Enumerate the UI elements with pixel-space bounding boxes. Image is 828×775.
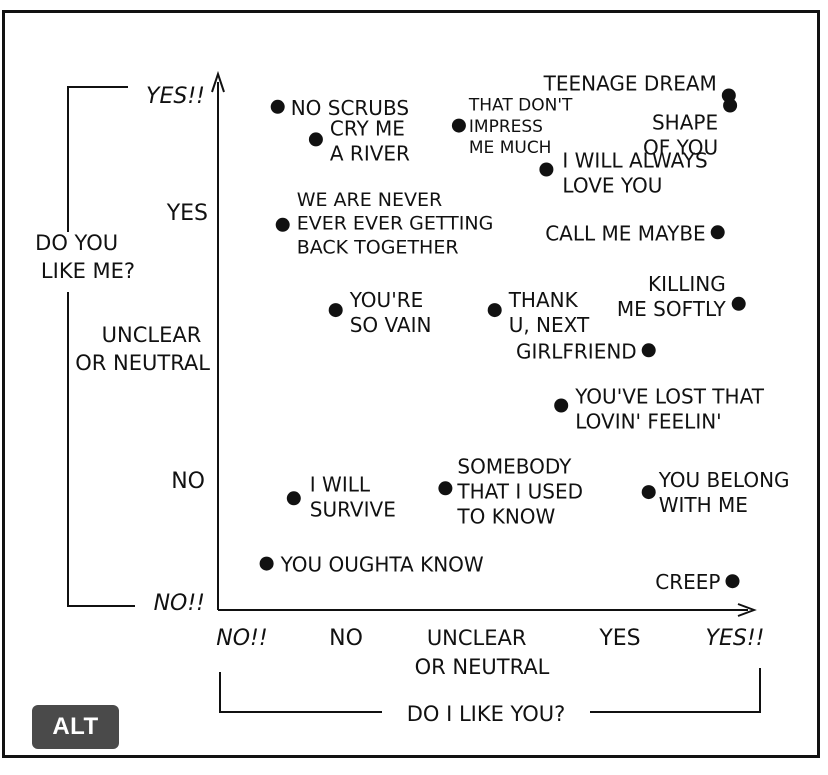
data-point-label: CREEP: [655, 570, 720, 594]
y-tick-label: NO!!: [154, 591, 205, 616]
data-point: [641, 485, 656, 500]
data-point: [731, 296, 746, 311]
x-tick-label: NO: [329, 626, 363, 651]
y-axis-bracket: [67, 86, 135, 607]
x-tick-label: YES!!: [706, 626, 765, 651]
comic-panel: [2, 10, 820, 758]
data-point: [641, 343, 656, 358]
data-point: [710, 225, 725, 240]
data-point: [554, 398, 569, 413]
data-point: [275, 217, 290, 232]
y-tick-label: NO: [171, 469, 205, 494]
data-point: [438, 481, 453, 496]
data-point-label: YOU OUGHTA KNOW: [280, 553, 484, 577]
x-tick-label: NO!!: [216, 626, 267, 651]
x-tick-labels: NO!! NO UNCLEAR OR NEUTRAL YES YES!!: [216, 626, 764, 679]
data-point: [539, 162, 554, 177]
x-axis-bracket: [219, 668, 761, 713]
data-point-label: CALL ME MAYBE: [545, 221, 706, 245]
data-point: [270, 99, 285, 114]
y-tick-label: YES!!: [146, 84, 205, 109]
x-axis-arrowhead: [737, 603, 757, 617]
data-point: [259, 556, 274, 571]
y-tick-labels: YES!! YES UNCLEAR OR NEUTRAL NO NO!!: [75, 84, 210, 616]
data-point-label: TEENAGE DREAM: [543, 72, 717, 96]
data-point: [451, 118, 466, 133]
data-point-label: GIRLFRIEND: [516, 339, 637, 363]
y-tick-label: YES: [166, 201, 208, 226]
x-tick-label: YES: [598, 626, 640, 651]
axes: [211, 70, 757, 617]
alt-text-button[interactable]: ALT: [32, 705, 119, 749]
data-point: [723, 98, 738, 113]
data-point: [308, 132, 323, 147]
x-axis-title: DO I LIKE YOU?: [407, 702, 566, 726]
y-tick-label: UNCLEAR OR NEUTRAL: [75, 323, 210, 375]
x-tick-label: UNCLEAR OR NEUTRAL: [415, 626, 550, 679]
data-point: [725, 574, 740, 589]
y-axis-arrowhead: [211, 70, 225, 93]
data-point: [328, 303, 343, 318]
data-point-label: NO SCRUBS: [291, 96, 409, 120]
y-axis-title: DO YOU LIKE ME?: [35, 231, 135, 283]
data-point: [487, 303, 502, 318]
data-point: [286, 491, 301, 506]
